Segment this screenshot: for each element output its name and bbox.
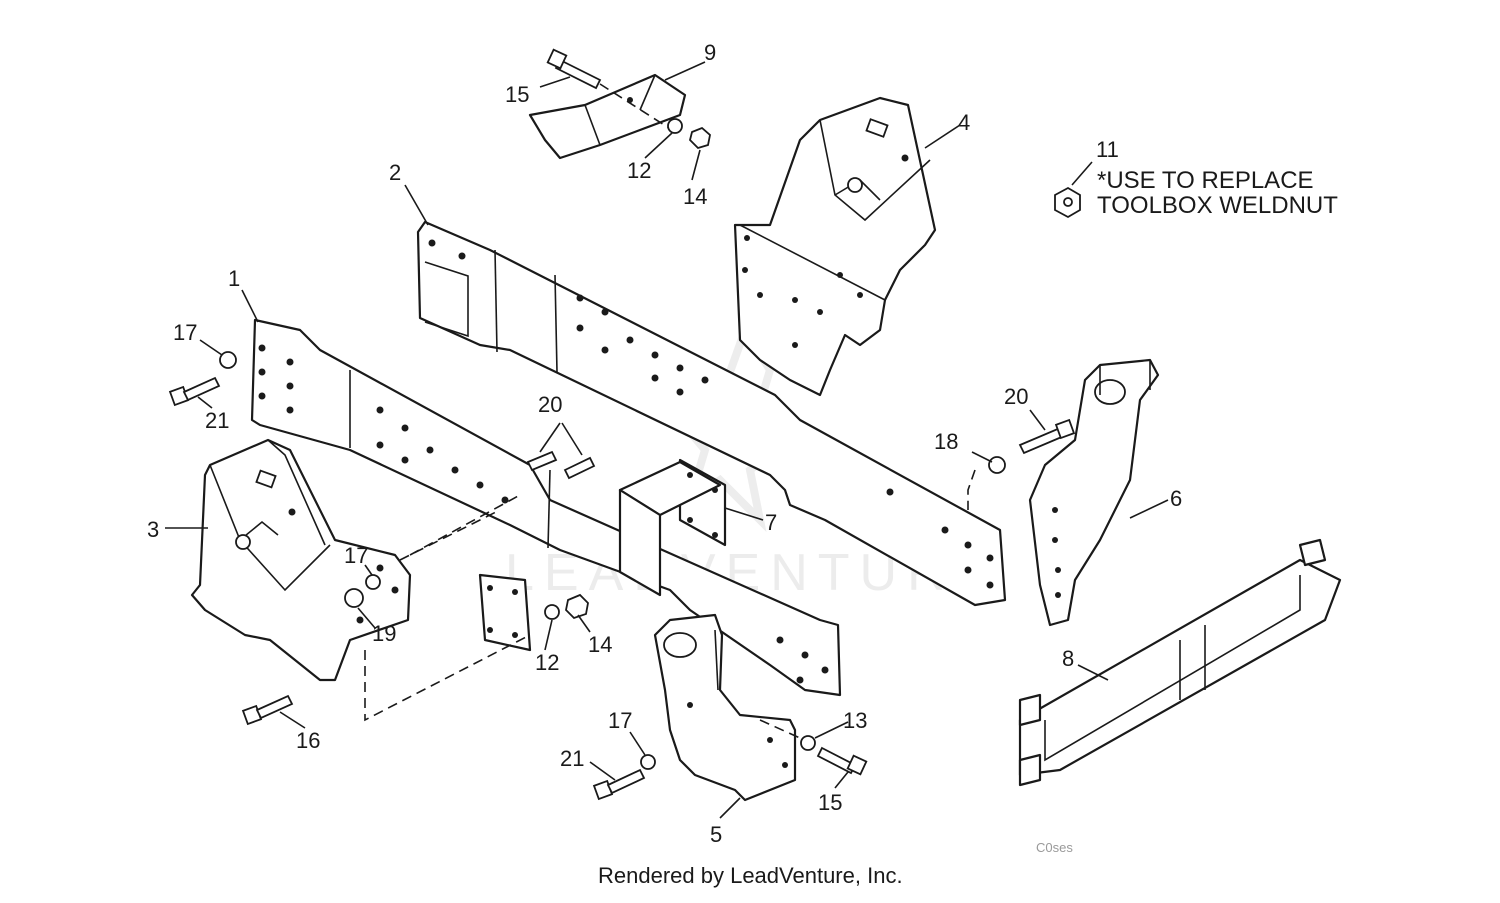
- part-9-bracket: [528, 73, 687, 160]
- washer-12-top: [667, 118, 683, 134]
- part-8-hitch: [1018, 538, 1342, 787]
- note-line-2: TOOLBOX WELDNUT: [1097, 192, 1338, 219]
- nut-14-mid: [565, 593, 589, 620]
- callout-14-mid: 14: [588, 632, 612, 657]
- washer-18: [988, 456, 1006, 474]
- callout-12-top: 12: [627, 158, 651, 183]
- callout-18: 18: [934, 429, 958, 454]
- callout-12-mid: 12: [535, 650, 559, 675]
- callouts: 1 2 3 4 5 6 7 8 9 11 12 12 13 14 14 15 1…: [147, 40, 1182, 847]
- note-line-1: *USE TO REPLACE: [1097, 167, 1314, 194]
- callout-21-left: 21: [205, 408, 229, 433]
- bolt-20-right: [1018, 418, 1076, 455]
- callout-3: 3: [147, 517, 159, 542]
- callout-19: 19: [372, 621, 396, 646]
- callout-8: 8: [1062, 646, 1074, 671]
- callout-7: 7: [765, 510, 777, 535]
- callout-20-center: 20: [538, 392, 562, 417]
- part-3-bracket: [190, 438, 412, 682]
- part-7-cross-tube: [478, 458, 727, 652]
- nut-11: [1054, 186, 1081, 219]
- part-5-bracket: [653, 613, 797, 802]
- callout-17-left: 17: [173, 320, 197, 345]
- bolt-15-bottom: [816, 746, 868, 776]
- washer-13: [800, 735, 816, 751]
- replacement-note: *USE TO REPLACE TOOLBOX WELDNUT: [1097, 167, 1338, 219]
- bolt-21-bottom: [592, 768, 646, 801]
- washer-17-bottom: [640, 754, 656, 770]
- nut-19: [344, 588, 364, 608]
- callout-21-bottom: 21: [560, 746, 584, 771]
- callout-20-right: 20: [1004, 384, 1028, 409]
- callout-6: 6: [1170, 486, 1182, 511]
- callout-1: 1: [228, 266, 240, 291]
- bolt-16: [241, 694, 294, 726]
- callout-17-bottom: 17: [608, 708, 632, 733]
- callout-2: 2: [389, 160, 401, 185]
- hardware: [168, 48, 1081, 801]
- part-4-bracket: [733, 96, 937, 397]
- bolt-15-top: [546, 48, 602, 90]
- callout-14-top: 14: [683, 184, 707, 209]
- callout-11: 11: [1096, 137, 1119, 162]
- callout-9: 9: [704, 40, 716, 65]
- callout-15-bottom: 15: [818, 790, 842, 815]
- part-6-bracket: [1028, 358, 1160, 627]
- washer-17-mid: [365, 574, 381, 590]
- bolts-20-center: [526, 450, 596, 480]
- leader-lines: [165, 61, 1169, 819]
- nut-14-top: [689, 126, 711, 150]
- callout-13: 13: [843, 708, 867, 733]
- washer-12-mid: [544, 604, 560, 620]
- callout-16: 16: [296, 728, 320, 753]
- bolt-21-left: [168, 376, 221, 407]
- drawing-code: C0ses: [1036, 840, 1073, 855]
- callout-15-top: 15: [505, 82, 529, 107]
- callout-5: 5: [710, 822, 722, 847]
- part-2-frame-plate: [416, 220, 1007, 607]
- washer-17-left: [219, 351, 237, 369]
- callout-17-mid: 17: [344, 543, 368, 568]
- callout-4: 4: [958, 110, 970, 135]
- footer-credit: Rendered by LeadVenture, Inc.: [598, 863, 903, 888]
